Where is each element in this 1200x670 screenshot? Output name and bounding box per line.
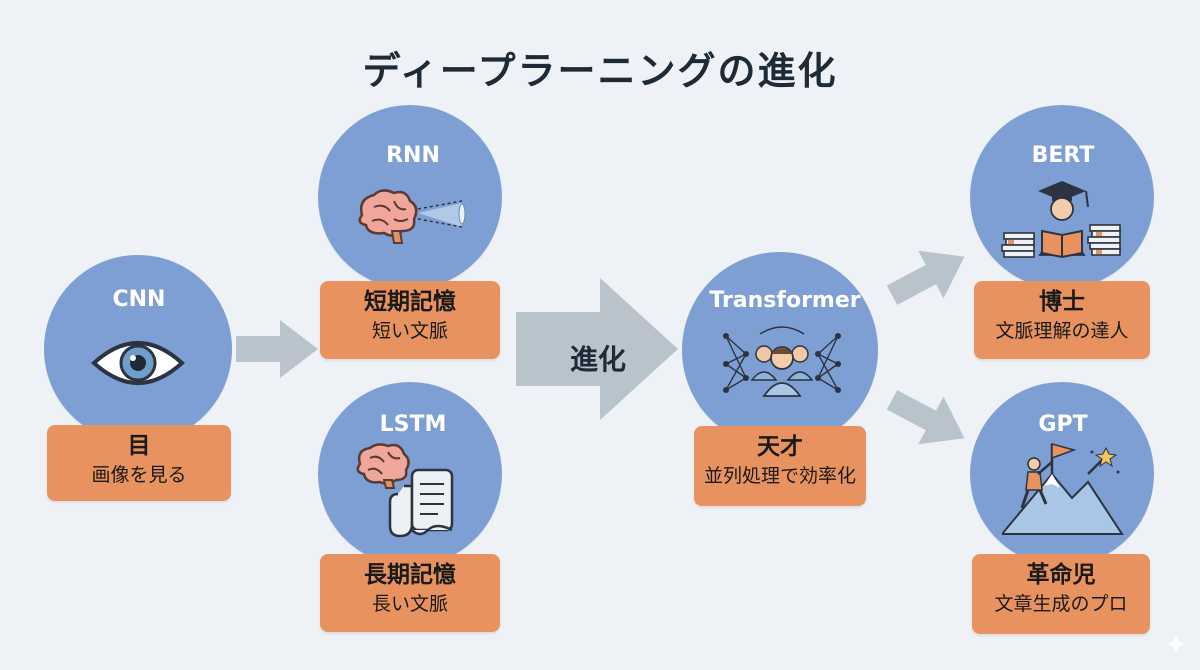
arrow-transformer-to-bert [886,250,965,305]
rnn-caption-title: 短期記憶 [364,289,456,315]
scholar-books-icon [1001,181,1121,259]
gpt-caption-title: 革命児 [1026,562,1096,588]
page-title: ディープラーニングの進化 [362,49,838,93]
node-rnn: RNN 短期記憶 短い文脈 [318,105,508,360]
brain-icon [358,189,466,244]
lstm-caption-title: 長期記憶 [364,562,456,588]
eye-icon [91,341,185,385]
transformer-caption-box: 天才 並列処理で効率化 [694,426,866,506]
evolution-label: 進化 [569,343,626,376]
transformer-label: Transformer [709,288,861,313]
lstm-caption-desc: 長い文脈 [371,593,448,615]
bert-caption-title: 博士 [1039,289,1085,315]
cnn-caption-box: 目 画像を見る [47,425,231,501]
cnn-label: CNN [112,287,166,312]
rnn-circle [318,105,502,289]
node-bert: BERT 博士 文脈理解の達人 [966,105,1156,363]
sparkle-icon [1165,633,1187,655]
node-lstm: LSTM 長期記憶 長い文脈 [318,382,508,637]
transformer-caption-desc: 並列処理で効率化 [703,465,856,487]
bert-caption-desc: 文脈理解の達人 [995,320,1129,342]
node-gpt: GPT 革命児 文章生成のプロ [966,382,1156,638]
arrow-transformer-to-gpt [886,390,965,445]
cnn-caption-title: 目 [127,433,151,459]
node-transformer: Transformer 天才 並列処理で効率化 [678,252,888,510]
evolution-arrow [516,278,678,420]
arrow-cnn-to-rnn [236,320,318,378]
rnn-label: RNN [386,143,440,168]
brain-scroll-icon [356,443,454,538]
lstm-caption-box: 長期記憶 長い文脈 [320,554,500,632]
gpt-caption-box: 革命児 文章生成のプロ [972,554,1150,634]
lstm-label: LSTM [379,412,447,437]
cnn-caption-desc: 画像を見る [91,464,187,486]
gpt-circle [970,382,1154,566]
gpt-caption-desc: 文章生成のプロ [994,593,1128,615]
mountain-flag-icon [1002,443,1124,535]
network-people-icon [723,326,841,397]
node-cnn: CNN 目 画像を見る [44,255,234,505]
bert-caption-box: 博士 文脈理解の達人 [974,281,1150,359]
gpt-label: GPT [1038,412,1088,437]
transformer-caption-title: 天才 [757,434,803,460]
lstm-circle [318,382,502,566]
bert-label: BERT [1031,143,1095,168]
rnn-caption-box: 短期記憶 短い文脈 [320,281,500,359]
rnn-caption-desc: 短い文脈 [371,320,448,342]
